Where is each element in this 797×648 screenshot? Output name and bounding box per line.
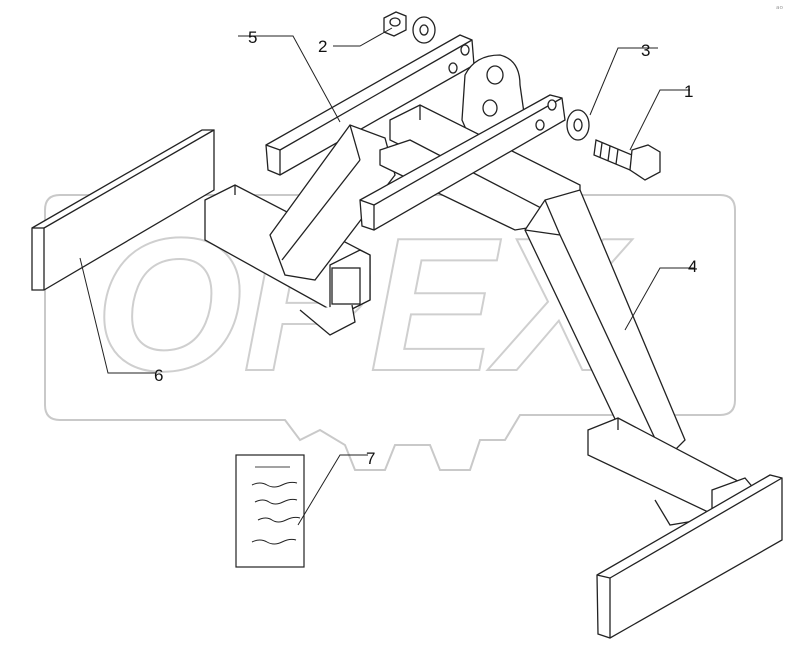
- part-6-plate-right: [596, 474, 783, 639]
- part-7-document: [235, 454, 305, 568]
- part-5-bar-lower: [359, 94, 566, 231]
- part-3-washer: [566, 109, 590, 141]
- leader-4: [624, 267, 695, 331]
- leader-3: [589, 47, 658, 116]
- leader-7: [297, 454, 368, 526]
- leader-2: [333, 27, 393, 47]
- callout-5: 5: [248, 28, 257, 47]
- part-6-plate-left: [31, 129, 215, 291]
- callout-7: 7: [366, 449, 375, 468]
- callout-1: 1: [684, 82, 693, 101]
- callout-4: 4: [688, 257, 697, 276]
- leader-lines: [79, 27, 695, 526]
- callout-6: 6: [154, 366, 163, 385]
- corner-mark: ᵃᵒ: [776, 5, 784, 15]
- callout-2: 2: [318, 37, 327, 56]
- part-1-bolt: [593, 139, 661, 181]
- part-5-bar-upper: [265, 34, 475, 176]
- callout-3: 3: [641, 41, 650, 60]
- leader-1: [629, 89, 690, 151]
- callout-labels: 1 2 3 4 5 6 7: [154, 28, 697, 468]
- part-2-nut-washer: [383, 11, 436, 44]
- leader-5: [238, 35, 341, 123]
- leader-6: [79, 257, 155, 374]
